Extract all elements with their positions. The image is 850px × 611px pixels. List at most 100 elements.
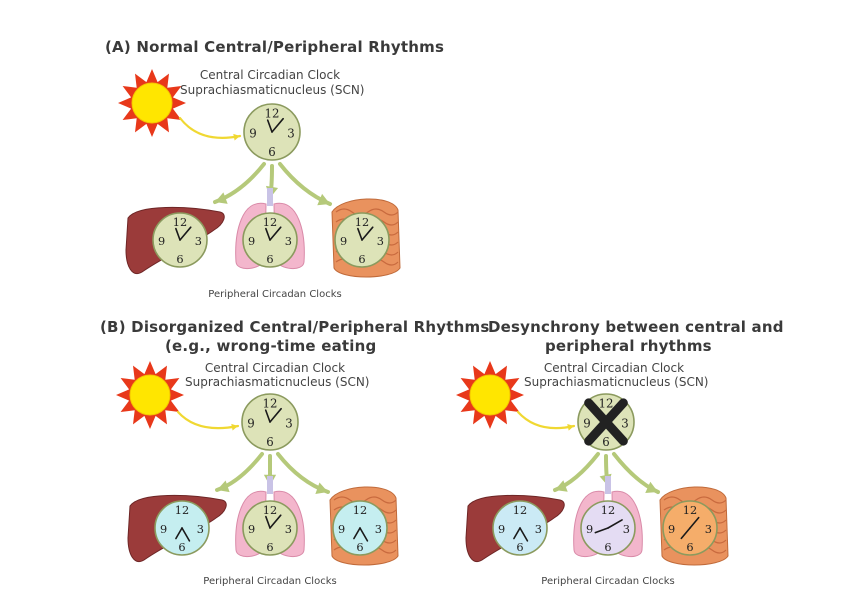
clock-number-12: 12 [173,215,187,229]
panel-a-central-label-2: Suprachiasmaticnucleus (SCN) [180,83,365,97]
peripheral-clock-liver: 12 369 [492,500,548,556]
sunlight-arrow [176,410,240,431]
clock-number-3: 3 [195,234,202,248]
sun-icon [456,361,524,429]
central-clock: 12 369 [243,103,301,161]
clock-number-12: 12 [263,396,278,410]
clock-hand [269,407,282,423]
clock-number-6: 6 [266,252,273,266]
clock-hand [680,527,691,540]
intestine-fold [335,208,399,216]
trachea [267,476,273,494]
clock-number-9: 9 [498,522,505,536]
clock-hand [357,227,363,241]
sun-icon [116,361,184,429]
clock-number-3: 3 [623,522,630,536]
clock-hand [607,519,623,529]
clock-hand [269,514,282,529]
clock-hand [265,515,271,529]
clock-number-6: 6 [178,540,185,554]
clock-number-3: 3 [285,522,292,536]
panel-c-title: Desynchrony between central and [488,318,784,336]
arrow-to-liver [213,162,266,204]
clock-hand [265,227,271,241]
arrow-to-intestine [278,162,332,206]
clock-hand [689,516,700,529]
arrow-to-liver [215,452,264,493]
clock-number-9: 9 [583,416,590,430]
clock-number-12: 12 [601,503,615,517]
clock-number-9: 9 [249,126,256,140]
clock-hand [359,527,369,542]
clock-number-3: 3 [535,522,542,536]
clock-number-9: 9 [340,234,347,248]
panel-c-footer: Peripheral Circadan Clocks [541,576,675,587]
clock-number-9: 9 [160,522,167,536]
clock-hand [264,409,271,423]
sun-core [129,374,171,416]
peripheral-clock-liver: 12 369 [154,500,210,556]
clock-number-6: 6 [602,435,609,449]
sunlight-arrow [516,410,576,431]
peripheral-clock-lungs: 12 369 [580,500,636,556]
trachea [267,188,273,206]
sun-core [131,82,173,124]
arrow-to-intestine [612,452,660,494]
clock-hand [519,527,529,542]
central-clock: 12 369 [577,393,635,451]
intestine-fold [663,496,727,504]
clock-number-6: 6 [176,252,183,266]
panel-b-central-label-2: Suprachiasmaticnucleus (SCN) [185,375,370,389]
clock-number-3: 3 [197,522,204,536]
sunlight-arrow [178,116,242,141]
intestine-fold [333,496,397,504]
clock-hand [175,227,181,241]
clock-number-6: 6 [268,145,275,159]
clock-number-6: 6 [604,540,611,554]
panel-c-central-label-1: Central Circadian Clock [543,361,685,375]
clock-number-3: 3 [287,126,294,140]
clock-number-9: 9 [586,522,593,536]
panel-a-footer: Peripheral Circadan Clocks [208,289,342,300]
clock-number-9: 9 [247,416,254,430]
clock-number-12: 12 [513,503,527,517]
clock-number-12: 12 [355,215,369,229]
clock-number-6: 6 [516,540,523,554]
clock-number-12: 12 [263,503,277,517]
clock-number-6: 6 [356,540,363,554]
clock-hand [179,226,192,241]
clock-number-3: 3 [375,522,382,536]
clock-number-6: 6 [358,252,365,266]
panel-a-title: (A) Normal Central/Peripheral Rhythms [105,38,445,56]
clock-number-6: 6 [686,540,693,554]
clock-number-12: 12 [175,503,189,517]
clock-number-3: 3 [621,416,628,430]
clock-number-12: 12 [265,106,280,120]
clock-number-9: 9 [248,234,255,248]
cross-mark [584,398,628,446]
clock-number-12: 12 [683,503,697,517]
clock-number-12: 12 [599,396,614,410]
arrow-to-liver [553,452,600,492]
panel-b-footer: Peripheral Circadan Clocks [203,576,337,587]
clock-hand [271,117,284,133]
clock-hand [175,527,183,540]
clock-hand [269,226,282,241]
clock-number-6: 6 [266,435,273,449]
panel-c-subtitle: peripheral rhythms [545,337,712,355]
panel-a-central-label-1: Central Circadian Clock [199,68,341,82]
clock-hand [361,226,374,241]
